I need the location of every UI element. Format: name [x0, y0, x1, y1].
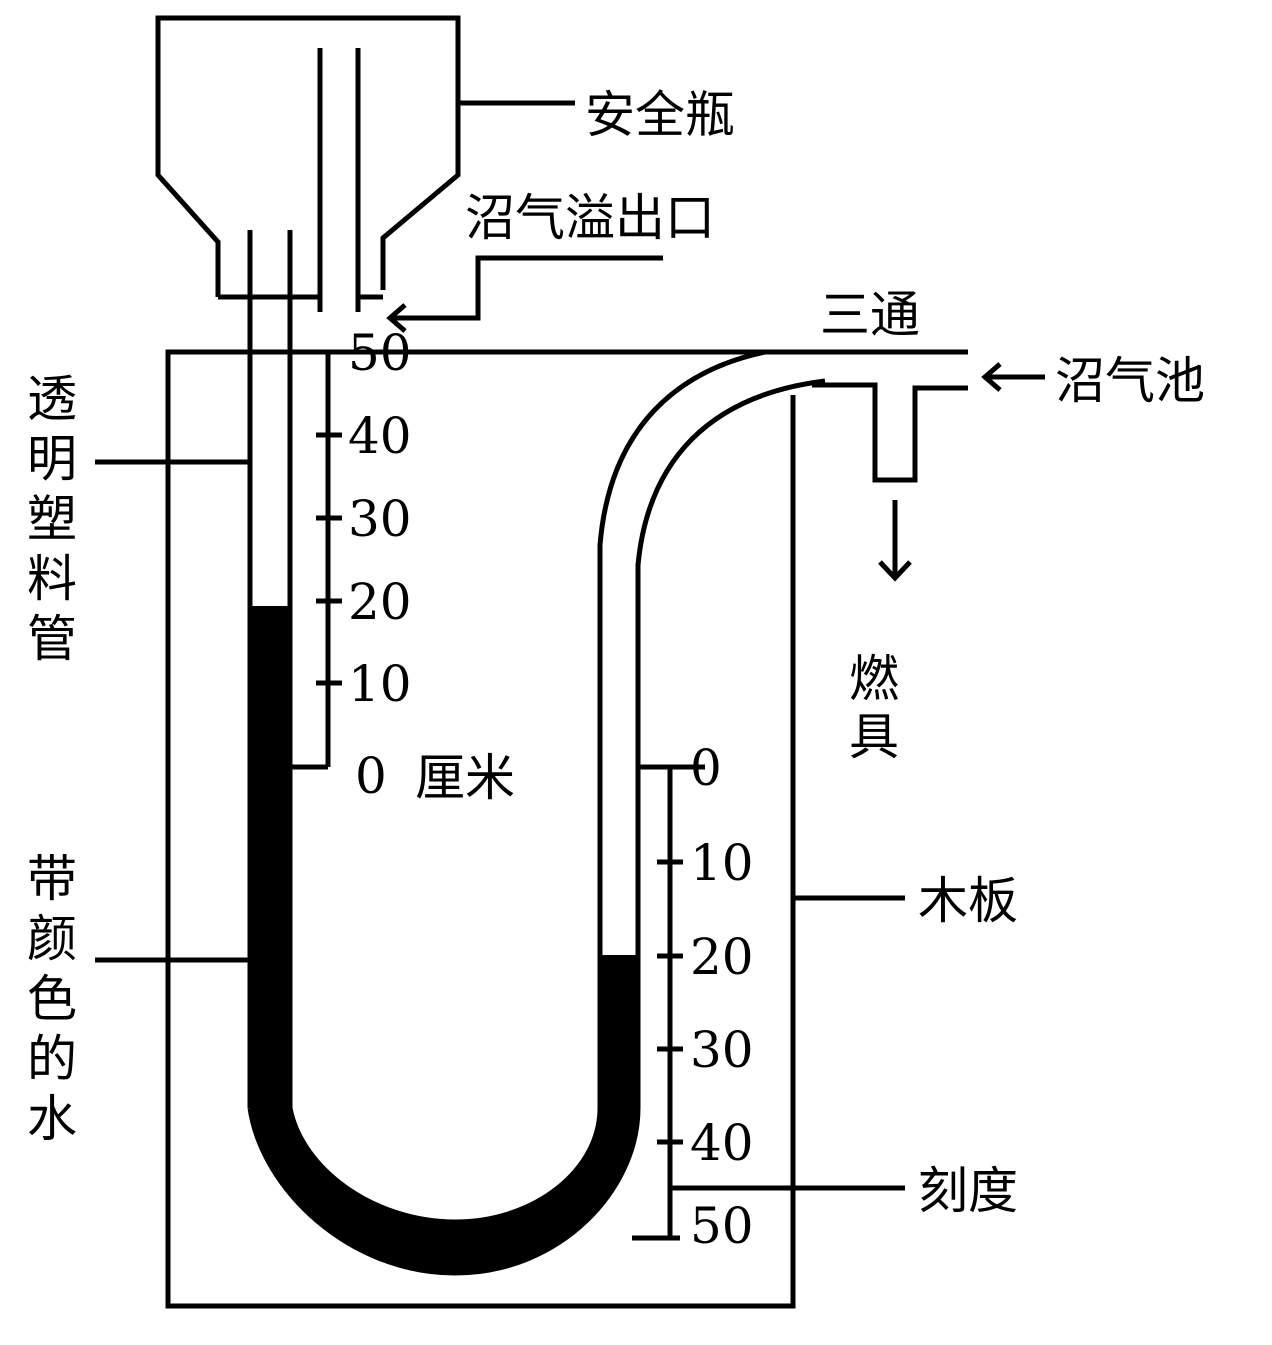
safety-bottle — [155, 15, 461, 297]
right-scale-ticks: 0 10 20 30 40 50 — [657, 739, 754, 1255]
label-left-zero: 0 — [355, 747, 387, 805]
label-burner: 燃具 — [841, 652, 899, 768]
left-scale-tick-label-40: 40 — [348, 407, 412, 465]
label-transparent-tube: 透明塑料管 — [19, 372, 77, 672]
label-unit-cm: 厘米 — [415, 749, 515, 807]
label-biogas-digester: 沼气池 — [1055, 352, 1205, 410]
right-tube-inner-wall — [635, 378, 826, 1108]
right-scale-tick-label-20: 20 — [690, 928, 754, 986]
wood-board — [165, 349, 796, 1309]
left-scale-tick-label-50: 50 — [348, 324, 412, 382]
arrow-from-digester-head — [981, 362, 1002, 392]
label-biogas-overflow-outlet: 沼气溢出口 — [465, 189, 715, 247]
left-scale-tick-label-20: 20 — [348, 573, 412, 631]
left-scale-ticks: 50 40 30 20 10 — [316, 324, 412, 713]
label-scale: 刻度 — [918, 1162, 1018, 1220]
supply-pipe-bottom — [812, 382, 968, 483]
colored-water-left-column — [250, 606, 638, 1273]
right-scale-tick-label-50: 50 — [690, 1197, 754, 1255]
leader-overflow-arrowhead — [386, 303, 407, 333]
right-scale-tick-label-0: 0 — [690, 739, 722, 797]
right-tube-outer-wall — [597, 349, 766, 1108]
left-scale-tick-label-30: 30 — [348, 490, 412, 548]
right-scale-tick-label-10: 10 — [690, 834, 754, 892]
colored-water — [250, 606, 638, 1273]
label-safety-bottle: 安全瓶 — [585, 86, 735, 144]
label-wood-board: 木板 — [918, 872, 1018, 930]
right-scale-tick-label-30: 30 — [690, 1021, 754, 1079]
leader-overflow-outlet — [392, 255, 663, 321]
label-three-way: 三通 — [820, 286, 920, 344]
arrow-to-burner-head — [878, 560, 912, 582]
right-scale-tick-label-40: 40 — [690, 1114, 754, 1172]
label-colored-water: 带颜色的水 — [19, 852, 77, 1152]
left-scale-tick-label-10: 10 — [348, 655, 412, 713]
